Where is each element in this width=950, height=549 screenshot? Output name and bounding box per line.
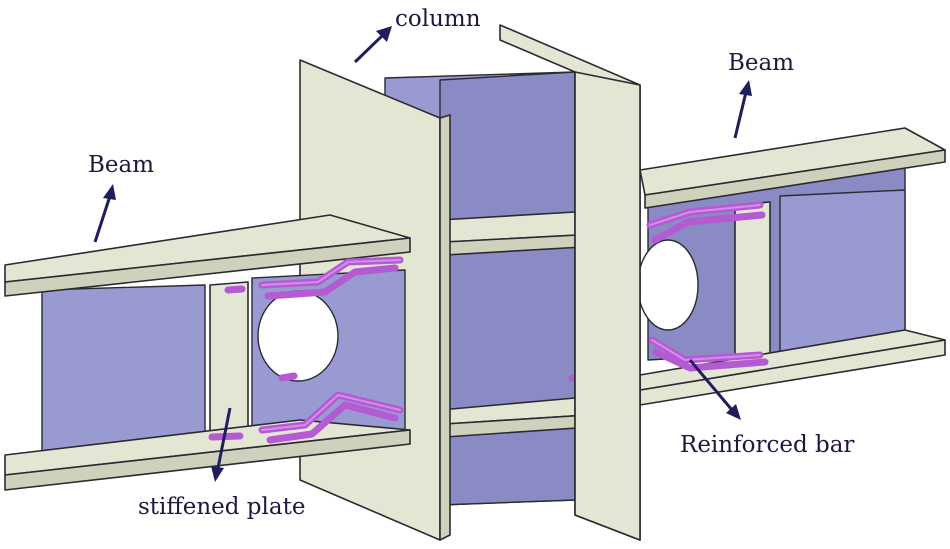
left-bar-top-highlight <box>261 259 401 286</box>
left-beam <box>4 214 411 491</box>
annotation-arrows <box>93 26 752 482</box>
beam-left-arrowhead <box>103 184 116 200</box>
left-bar-top-2 <box>264 264 399 300</box>
right-bar-bottom-2 <box>652 348 769 372</box>
reinforced-bar-arrow <box>688 359 734 411</box>
column-label: column <box>395 6 481 32</box>
right-beam-web-panel <box>779 189 906 353</box>
stiffened-plate-arrowhead <box>211 466 224 482</box>
column-back-flange-face <box>574 71 641 541</box>
column-web-front <box>439 71 576 506</box>
reinforced-bar-label: Reinforced bar <box>680 432 854 458</box>
right-stiffened-plate <box>734 201 771 373</box>
column-arrowhead <box>376 26 392 42</box>
left-bar-mid-stub <box>278 372 298 382</box>
left-bar-top-stub <box>224 285 246 294</box>
left-bar-bottom-highlight <box>261 394 401 431</box>
beam-left-label: Beam <box>88 152 154 178</box>
right-bar-highlight-1 <box>649 204 761 226</box>
beam-right-arrowhead <box>739 80 752 96</box>
left-beam-web <box>41 284 206 456</box>
column-front-flange-edge <box>439 114 451 541</box>
beam-right-label: Beam <box>728 50 794 76</box>
stiffened-plate-arrow <box>216 407 232 469</box>
stiffened-plate-label: stiffened plate <box>138 494 305 520</box>
right-beam-web-hole <box>637 239 699 331</box>
left-beam-web-hole <box>257 290 339 382</box>
beam-right-arrow <box>733 91 748 139</box>
left-bar-bottom-2 <box>266 401 399 444</box>
beam-left-arrow <box>93 195 112 243</box>
reinforced-bar-arrowhead <box>726 404 741 420</box>
right-beam-top-flange-edge <box>644 149 946 209</box>
left-beam-top-flange-edge <box>4 237 411 297</box>
right-bar-top-2 <box>651 211 766 244</box>
right-beam <box>637 127 946 406</box>
left-bar-bottom-stub <box>208 432 244 441</box>
left-beam-bottom-flange-edge <box>4 429 411 491</box>
column-arrow <box>353 32 386 64</box>
right-bar-highlight-2 <box>651 339 761 361</box>
